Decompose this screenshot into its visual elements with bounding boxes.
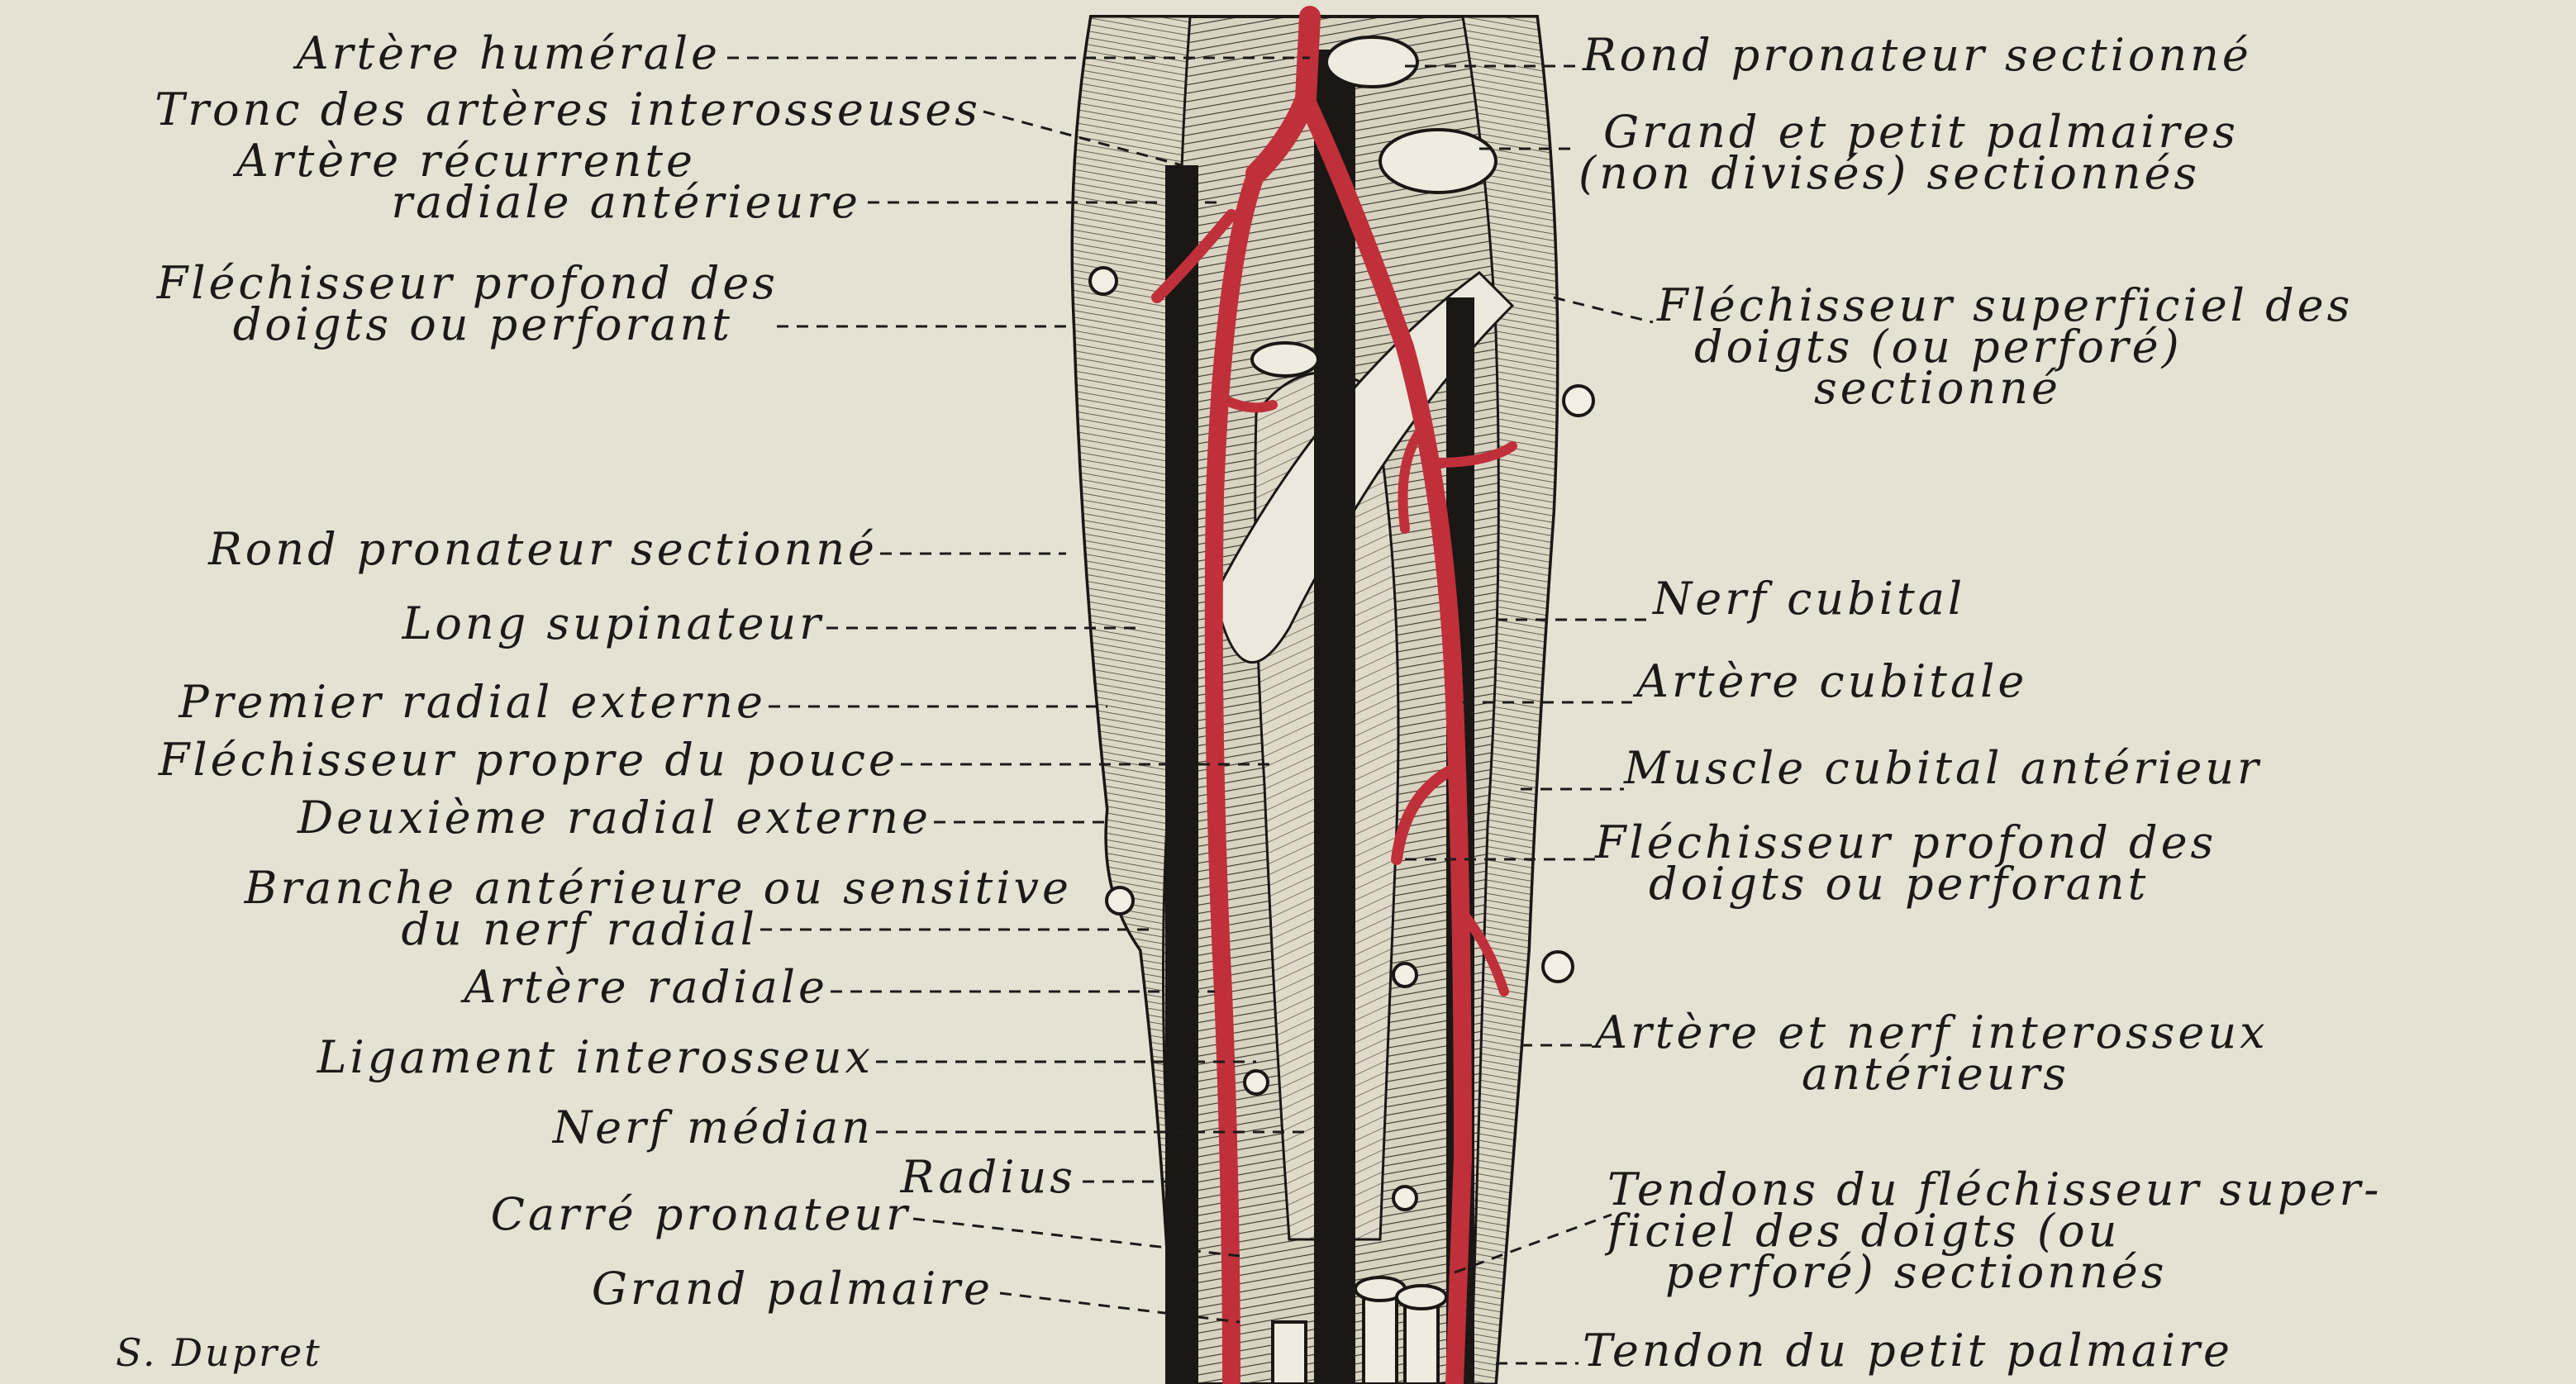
- sectioned-palmaires: [1380, 130, 1496, 193]
- pin-head-4: [1107, 887, 1133, 914]
- tendon-stump-1: [1273, 1322, 1306, 1384]
- label-deuxieme-radial-externe: Deuxième radial externe: [298, 797, 931, 839]
- artist-signature: S. Dupret: [116, 1330, 322, 1375]
- label-grand-palmaire: Grand palmaire: [592, 1268, 993, 1310]
- label-rond-pronateur-left: Rond pronateur sectionné: [208, 529, 878, 570]
- nerf-radial-strip: [1165, 165, 1198, 1384]
- sectioned-flexor-mid: [1252, 343, 1318, 376]
- label-tendons-flechisseur-superficiel: Tendons du fléchisseur super-ficiel des …: [1607, 1169, 2383, 1293]
- tendon-stump-2: [1364, 1289, 1397, 1384]
- pin-head-6: [1245, 1071, 1268, 1094]
- pin-head-7: [1393, 1187, 1417, 1210]
- pin-head-2: [1564, 386, 1593, 416]
- label-ligament-interosseux: Ligament interosseux: [317, 1037, 874, 1078]
- label-nerf-median: Nerf médian: [553, 1107, 874, 1149]
- label-artere-radiale: Artère radiale: [464, 967, 828, 1008]
- label-flechisseur-propre-pouce: Fléchisseur propre du pouce: [159, 740, 898, 781]
- nerf-median-strip: [1314, 50, 1355, 1384]
- label-nerf-cubital: Nerf cubital: [1653, 578, 1965, 620]
- pin-head-3: [1543, 952, 1573, 982]
- label-tronc-arteres-interosseuses: Tronc des artères interosseuses: [155, 89, 981, 131]
- label-muscle-cubital-anterieur: Muscle cubital antérieur: [1624, 748, 2262, 789]
- label-rond-pronateur-right: Rond pronateur sectionné: [1583, 35, 2252, 76]
- label-grand-petit-palmaires: Grand et petit palmaires(non divisés) se…: [1578, 112, 2239, 194]
- label-long-supinateur: Long supinateur: [402, 603, 824, 644]
- label-artere-cubitale: Artère cubitale: [1636, 661, 2027, 702]
- pin-head-5: [1393, 963, 1417, 987]
- label-radius: Radius: [901, 1157, 1076, 1198]
- label-premier-radial-externe: Premier radial externe: [179, 682, 766, 723]
- sectioned-pronator-top: [1326, 37, 1417, 87]
- label-carre-pronateur: Carré pronateur: [491, 1194, 911, 1235]
- label-artere-humerale: Artère humérale: [297, 33, 721, 74]
- label-tendon-petit-palmaire: Tendon du petit palmaire: [1583, 1330, 2233, 1372]
- pin-head-1: [1090, 268, 1117, 294]
- tendon-stump-top-2: [1397, 1286, 1446, 1309]
